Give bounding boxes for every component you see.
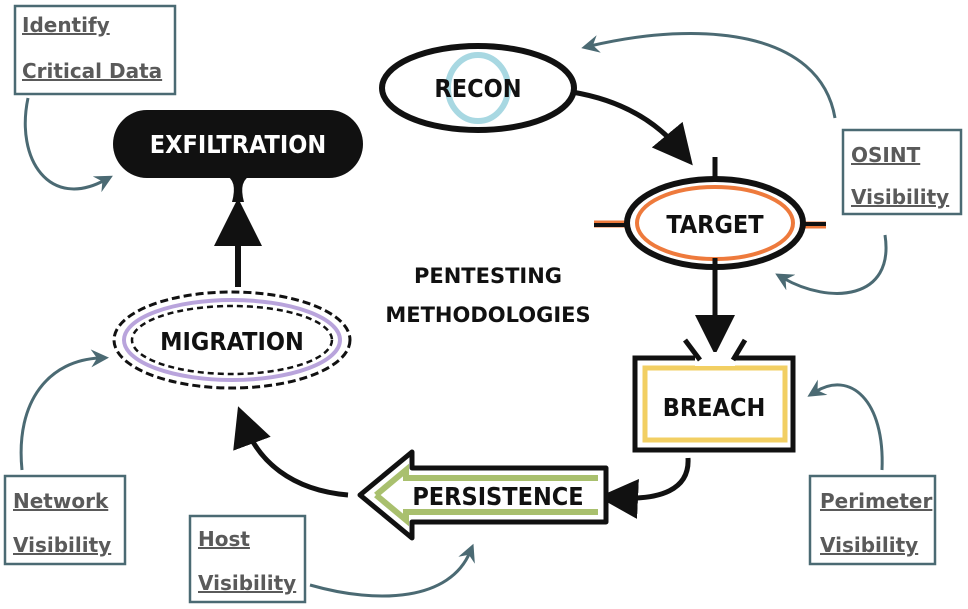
arrow-identify-to-exfiltration [23,97,113,193]
arrow-perimeter-to-breach [807,379,884,471]
note-osint-visibility: OSINT Visibility [841,128,963,216]
svg-text:OSINT: OSINT [851,143,921,167]
stage-target: TARGET [594,157,826,270]
svg-text:TARGET: TARGET [666,210,764,239]
svg-text:Identify: Identify [22,13,110,37]
stage-recon: RECON [379,43,577,133]
svg-text:Critical Data: Critical Data [22,59,162,83]
note-perimeter-visibility: Perimeter Visibility [808,474,937,566]
svg-text:Visibility: Visibility [198,571,296,595]
stage-persistence: PERSISTENCE [357,449,609,541]
stage-exfiltration: EXFILTRATION [113,110,363,202]
arrow-persistence-to-migration [233,406,349,498]
svg-text:Host: Host [198,527,250,551]
svg-text:Perimeter: Perimeter [820,489,932,513]
svg-text:MIGRATION: MIGRATION [160,327,304,356]
stage-breach: BREACH [632,338,796,453]
svg-text:Visibility: Visibility [851,185,949,209]
svg-text:Visibility: Visibility [13,533,111,557]
diagram-title: PENTESTING METHODOLOGIES [385,264,590,327]
arrow-host-to-persistence [309,543,475,598]
svg-text:PENTESTING: PENTESTING [414,264,562,288]
arrow-osint-to-target [775,234,888,295]
note-host-visibility: Host Visibility [188,514,307,604]
arrow-recon-to-target [571,89,693,166]
svg-text:EXFILTRATION: EXFILTRATION [150,130,326,159]
svg-text:METHODOLOGIES: METHODOLOGIES [385,303,590,327]
svg-text:Visibility: Visibility [820,533,918,557]
svg-text:PERSISTENCE: PERSISTENCE [412,482,583,511]
arrow-breach-to-persistence [598,457,691,519]
note-identify-critical-data: Identify Critical Data [13,4,177,96]
arrow-network-to-migration [19,349,109,471]
note-network-visibility: Network Visibility [3,474,127,566]
svg-text:RECON: RECON [434,74,521,103]
stage-migration: MIGRATION [112,290,352,390]
svg-text:BREACH: BREACH [663,393,766,422]
arrow-osint-to-recon [581,32,837,119]
svg-text:Network: Network [13,489,109,513]
